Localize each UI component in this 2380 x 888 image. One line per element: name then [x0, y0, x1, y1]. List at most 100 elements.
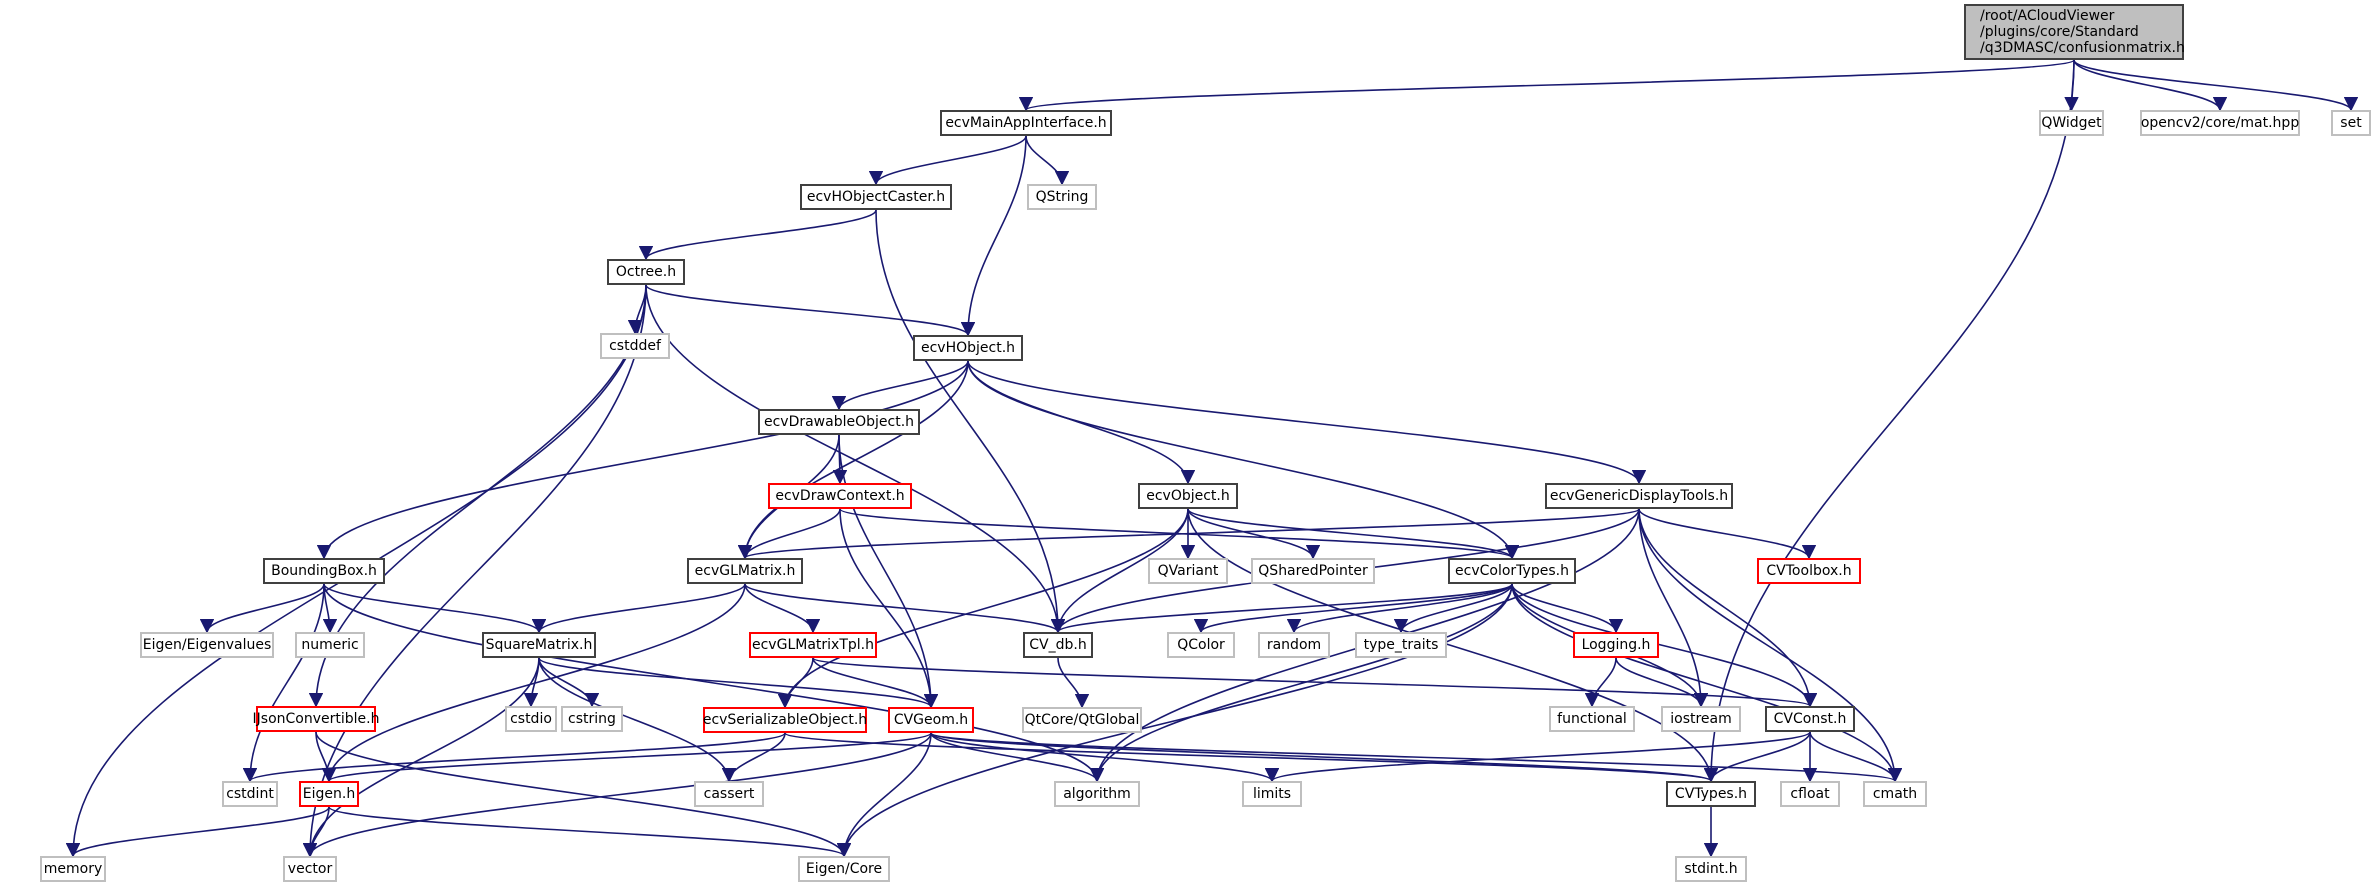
edge-IJsonConvertible-to-Eigen [315, 731, 337, 783]
edge-Logging-to-iostream [1615, 657, 1709, 708]
edge-ecvColorTypes-to-cmath [1511, 583, 1903, 783]
node-opencv-mat: opencv2/core/mat.hpp [2140, 110, 2300, 136]
edge-ecvHObject-to-ecvGenericDisplayTools [967, 360, 1647, 485]
edge-ecvMainAppInterface-to-ecvHObjectCaster [868, 135, 1027, 186]
node-vector: vector [283, 856, 337, 882]
edge-ecvGLMatrix-to-ecvGLMatrixTpl [744, 583, 821, 634]
node-cmath: cmath [1863, 781, 1927, 807]
node-type-traits: type_traits [1355, 632, 1447, 658]
edge-ecvDrawContext-to-CVGeom [839, 508, 939, 709]
node-cstdio: cstdio [505, 706, 557, 732]
edge-ecvHObjectCaster-to-Octree [638, 209, 877, 261]
node-logging[interactable]: Logging.h [1573, 632, 1659, 658]
node-octree[interactable]: Octree.h [607, 259, 685, 285]
edge-ecvGenericDisplayTools-to-ecvGLMatrix [738, 508, 1640, 560]
edge-ecvObject-to-ecvSerializableObject [777, 508, 1189, 709]
edge-ecvObject-to-ecvColorTypes [1187, 508, 1519, 560]
edge-CVGeom-to-vector [302, 732, 932, 858]
node-ecvdrawcontext[interactable]: ecvDrawContext.h [768, 483, 912, 509]
node-qsharedpointer: QSharedPointer [1251, 558, 1375, 584]
node-cvtypes[interactable]: CVTypes.h [1666, 781, 1756, 807]
node-ecvmainappinterface[interactable]: ecvMainAppInterface.h [940, 110, 1112, 136]
node-ecvserializableobject[interactable]: ecvSerializableObject.h [703, 707, 867, 733]
edge-root-to-opencvmat [2073, 59, 2228, 112]
node-limits: limits [1242, 781, 1302, 807]
edge-SquareMatrix-to-CVGeom [538, 657, 938, 709]
node-ecvhobject[interactable]: ecvHObject.h [913, 335, 1023, 361]
node-cvtoolbox[interactable]: CVToolbox.h [1757, 558, 1861, 584]
node-eigen-core: Eigen/Core [798, 856, 890, 882]
node-memory: memory [40, 856, 106, 882]
node-ijsonconvertible[interactable]: IJsonConvertible.h [253, 706, 379, 732]
edge-BoundingBox-to-SquareMatrix [323, 583, 547, 634]
node-ecvcolortypes[interactable]: ecvColorTypes.h [1448, 558, 1576, 584]
edge-ecvGenericDisplayTools-to-cmath [1638, 508, 1903, 783]
edge-SquareMatrix-to-vector [302, 657, 540, 858]
edge-ecvColorTypes-to-EigenCore [836, 583, 1513, 858]
edge-Octree-to-ecvHObject [645, 284, 975, 337]
node-eigen-h[interactable]: Eigen.h [299, 781, 359, 807]
edge-CVConst-to-CVTypes [1703, 731, 1811, 783]
edge-SquareMatrix-to-cassert [538, 657, 737, 783]
node-cstdint: cstdint [222, 781, 278, 807]
node-iostream: iostream [1661, 706, 1741, 732]
edge-ecvGLMatrix-to-CV_db [744, 583, 1065, 634]
node-set: set [2331, 110, 2371, 136]
edge-ecvHObject-to-ecvColorTypes [967, 360, 1520, 560]
node-ecvglmatrixtpl[interactable]: ecvGLMatrixTpl.h [749, 632, 877, 658]
node-ecvhobjectcaster[interactable]: ecvHObjectCaster.h [800, 184, 952, 210]
edge-ecvColorTypes-to-random [1286, 583, 1513, 634]
edge-root-to-set [2073, 59, 2359, 112]
node-qcolor: QColor [1167, 632, 1235, 658]
edge-CVGeom-to-CVTypes [930, 732, 1718, 783]
edge-Eigen-to-memory [65, 806, 330, 858]
node-eigen-eigenvalues: Eigen/Eigenvalues [140, 632, 274, 658]
edge-ecvColorTypes-to-Logging [1511, 583, 1624, 634]
node-qtcore-qtglobal: QtCore/QtGlobal [1022, 707, 1142, 733]
edge-BoundingBox-to-cstdint [242, 583, 325, 783]
edge-CVGeom-to-cmath [930, 732, 1902, 783]
node-ecvgenericdisplaytools[interactable]: ecvGenericDisplayTools.h [1545, 483, 1733, 509]
edge-CV_db-to-QtGlobal [1057, 657, 1090, 709]
node-boundingbox[interactable]: BoundingBox.h [263, 558, 385, 584]
node-qstring: QString [1027, 184, 1097, 210]
edge-Octree-to-vector [302, 284, 647, 858]
edge-root-to-CVTypes [1703, 59, 2075, 783]
node-ecvdrawableobject[interactable]: ecvDrawableObject.h [758, 409, 920, 435]
edge-ecvHObject-to-ecvGLMatrix [737, 360, 969, 560]
edge-Logging-to-functional [1584, 657, 1617, 708]
node-ecvglmatrix[interactable]: ecvGLMatrix.h [687, 558, 803, 584]
edge-root-to-ecvMainAppInterface [1019, 59, 2075, 112]
edge-BoundingBox-to-EigenEigenvalues [199, 583, 325, 634]
edge-CVConst-to-limits [1265, 731, 1811, 783]
edge-ecvObject-to-CV_db [1050, 508, 1189, 634]
edge-ecvGLMatrixTpl-to-ecvSerializableObject [777, 657, 814, 709]
node-stdint: stdint.h [1675, 856, 1747, 882]
edge-ecvGLMatrix-to-SquareMatrix [531, 583, 746, 634]
edge-ecvMainAppInterface-to-QString [1025, 135, 1070, 186]
edge-ecvColorTypes-to-CVConst [1511, 583, 1818, 708]
node-random: random [1258, 632, 1330, 658]
edge-ecvColorTypes-to-CV_db [1051, 583, 1513, 634]
edge-CVGeom-to-algorithm [930, 732, 1105, 783]
node-squarematrix[interactable]: SquareMatrix.h [482, 632, 596, 658]
node-cvgeom[interactable]: CVGeom.h [888, 707, 974, 733]
node-numeric: numeric [295, 632, 365, 658]
node-cassert: cassert [694, 781, 764, 807]
node-root-confusionmatrix[interactable]: /root/ACloudViewer /plugins/core/Standar… [1964, 4, 2185, 60]
node-cvconst[interactable]: CVConst.h [1765, 706, 1855, 732]
node-ecvobject[interactable]: ecvObject.h [1138, 483, 1238, 509]
edge-ecvHObjectCaster-to-CV_db [875, 209, 1066, 634]
edge-ecvGLMatrixTpl-to-CVGeom [812, 657, 939, 709]
node-cv-db[interactable]: CV_db.h [1023, 632, 1093, 658]
node-functional: functional [1549, 706, 1635, 732]
edge-ecvGenericDisplayTools-to-CVToolbox [1638, 508, 1817, 560]
edge-ecvGLMatrixTpl-to-CVConst [812, 657, 1817, 708]
node-algorithm: algorithm [1054, 781, 1140, 807]
edge-ecvGenericDisplayTools-to-CVConst [1638, 508, 1818, 708]
edge-CVGeom-to-Eigen [322, 732, 932, 783]
edge-ecvGLMatrix-to-Eigen [321, 583, 746, 783]
edge-CVGeom-to-limits [930, 732, 1279, 783]
edge-IJsonConvertible-to-EigenCore [315, 731, 852, 858]
